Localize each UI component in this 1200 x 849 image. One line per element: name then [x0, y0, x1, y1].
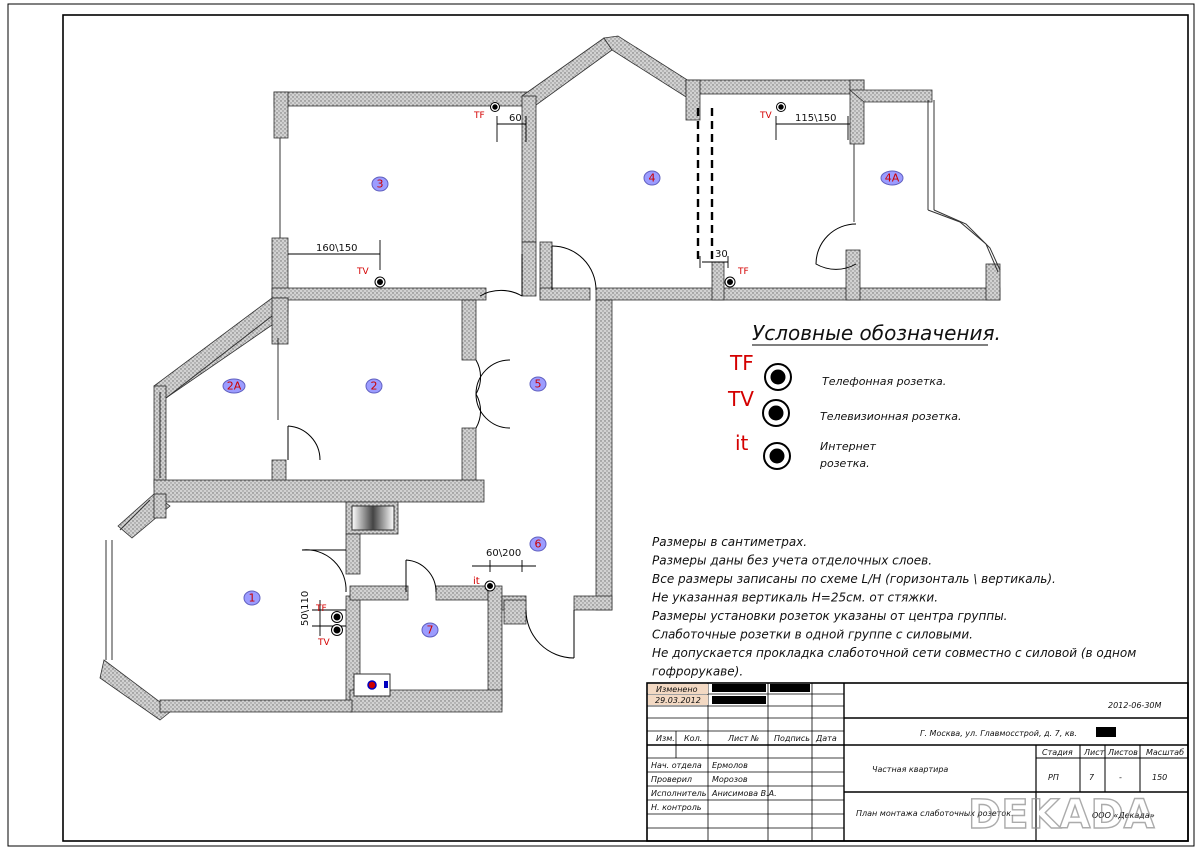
col-val-scale: 150 [1152, 773, 1167, 782]
staff-role-0: Нач. отдела [651, 761, 702, 770]
legend-label-tf: Телефонная розетка. [822, 375, 946, 388]
changed-date-highlight [648, 695, 708, 705]
room-label-0: 1 [249, 592, 256, 605]
redacted-block-2 [712, 696, 766, 704]
note-line-5: Слаботочные розетки в одной группе с сил… [652, 628, 973, 642]
note-line-0: Размеры в сантиметрах. [652, 535, 807, 549]
room-marker-1 [365, 378, 383, 394]
room-label-3: 3 [377, 178, 384, 191]
project-name: Частная квартира [872, 765, 948, 774]
inner-frame [62, 14, 1189, 842]
plan-sockets [331, 102, 786, 636]
room-label-8: 7 [427, 624, 434, 637]
sink-dot [367, 680, 377, 690]
socket-marks: TF TV TV TF it TF TV [315, 111, 772, 648]
note-line-3: Не указанная вертикаль H=25см. от стяжки… [652, 591, 938, 605]
col-head-scale: Масштаб [1146, 748, 1184, 757]
room-label-5: 4А [885, 172, 900, 185]
staff-name-1: Морозов [712, 775, 748, 784]
note-line-4: Размеры установки розеток указаны от цен… [652, 609, 1008, 623]
col-val-sheets: - [1119, 773, 1122, 782]
room-marker-8 [421, 622, 439, 638]
doors [287, 223, 857, 659]
note-line-1: Размеры даны без учета отделочных слоев. [652, 554, 932, 568]
sink-tap [384, 681, 388, 688]
company-name: ООО «Декада» [1092, 811, 1155, 820]
room-label-6: 5 [535, 378, 542, 391]
outer-frame [7, 3, 1195, 847]
changed-date: 29.03.2012 [655, 696, 701, 705]
sheet-title: План монтажа слаботочных розеток. [856, 809, 1014, 818]
redacted-block-1 [712, 684, 766, 692]
legend-title: Условные обозначения. [752, 321, 1001, 345]
room-label-7: 6 [535, 538, 542, 551]
title-block [646, 682, 1189, 842]
room-marker-0 [243, 590, 261, 606]
room-marker-7 [529, 536, 547, 552]
mark-tv-room1: TV [317, 638, 330, 648]
col-head-stage: Стадия [1042, 748, 1073, 757]
staff-role-1: Проверил [651, 775, 692, 784]
mark-tf-room4: TF [737, 267, 749, 277]
dim-160-150: 160\150 [316, 243, 358, 254]
hdr-izm: Изм. [656, 734, 675, 743]
col-head-sheets: Листов [1107, 748, 1138, 757]
legend-code-it: it [735, 431, 749, 455]
room-marker-2 [222, 378, 246, 394]
room-marker-4 [643, 170, 661, 186]
dashed-partition [696, 108, 714, 262]
dekada-watermark: DEKADA [968, 792, 1155, 838]
legend-label-it-2: розетка. [819, 457, 870, 470]
note-line-6: Не допускается прокладка слаботочной сет… [652, 646, 1136, 660]
room-label-4: 4 [649, 172, 656, 185]
staff-role-3: Н. контроль [651, 803, 702, 812]
col-head-sheet: Лист [1083, 748, 1105, 757]
fireplace [351, 505, 395, 531]
room-marker-5 [880, 170, 904, 186]
mark-tv-room4a: TV [759, 111, 772, 121]
dim-50-110: 50\110 [300, 591, 311, 626]
hdr-date: Дата [815, 734, 837, 743]
legend-code-tf: TF [729, 351, 754, 375]
dimension-texts: 60 115\150 160\150 30 60\200 50\110 [300, 113, 837, 626]
col-val-sheet: 7 [1089, 773, 1095, 782]
redacted-block-4 [1096, 727, 1116, 737]
staff-name-2: Анисимова В.А. [711, 789, 777, 798]
room-marker-3 [371, 176, 389, 192]
mark-tf-room3: TF [473, 111, 485, 121]
staff-name-0: Ермолов [712, 761, 748, 770]
mark-tf-room1: TF [315, 604, 327, 614]
dim-30: 30 [715, 249, 728, 260]
legend: Условные обозначения. TF Телефонная розе… [727, 321, 1001, 470]
address: Г. Москва, ул. Главмосстрой, д. 7, кв. [920, 729, 1077, 738]
legend-code-tv: TV [727, 387, 754, 411]
redacted-block-3 [770, 684, 810, 692]
note-line-7: гофрорукаве). [652, 665, 743, 679]
col-val-stage: РП [1048, 773, 1059, 782]
hdr-sign: Подпись [774, 734, 810, 743]
room-labels: 1 2 2А 3 4 4А 5 6 7 [222, 170, 904, 638]
dim-60: 60 [509, 113, 522, 124]
mark-tv-room3: TV [356, 267, 369, 277]
hdr-list: Лист № [727, 734, 759, 743]
changed-highlight [648, 684, 708, 694]
legend-label-tv: Телевизионная розетка. [820, 410, 962, 423]
title-block-texts: Изменено 29.03.2012 2012-06-30М Г. Москв… [651, 685, 1184, 820]
notes: Размеры в сантиметрах. Размеры даны без у… [652, 535, 1136, 679]
legend-label-it: Интернет [820, 440, 877, 453]
mark-it-room6: it [473, 576, 480, 587]
dim-115-150: 115\150 [795, 113, 837, 124]
doc-code: 2012-06-30М [1108, 701, 1161, 710]
dim-60-200: 60\200 [486, 548, 521, 559]
room-marker-6 [529, 376, 547, 392]
room-label-2: 2А [227, 380, 242, 393]
note-line-2: Все размеры записаны по схеме L/H (гориз… [652, 572, 1056, 586]
hdr-kol: Кол. [684, 734, 702, 743]
room-label-1: 2 [371, 380, 378, 393]
windows [105, 100, 1001, 660]
staff-role-2: Исполнитель [651, 789, 707, 798]
dimension-lines [288, 116, 850, 636]
changed-label: Изменено [656, 685, 698, 694]
